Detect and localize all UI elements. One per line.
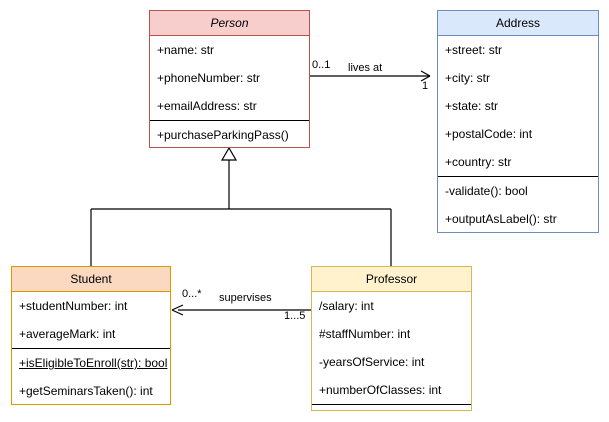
attribute-row: +country: str [445,155,512,169]
class-name-professor: Professor [312,267,471,292]
methods-compartment-person: +purchaseParkingPass() [150,120,309,149]
method-row-static: +isEligibleToEnroll(str): bool [19,356,168,370]
method-row: -validate(): bool [445,184,528,198]
method-row: +getSeminarsTaken(): int [19,384,153,398]
edge-lives-at[interactable] [310,70,431,82]
attribute-row: #staffNumber: int [319,327,411,341]
methods-compartment-professor [312,404,471,410]
edge-generalization-tree[interactable] [90,146,392,266]
uml-class-professor[interactable]: Professor /salary: int #staffNumber: int… [311,266,472,411]
edge-multiplicity-student: 0...* [182,288,202,300]
class-name-address: Address [438,11,598,36]
attribute-row: /salary: int [319,299,374,313]
attribute-row: -yearsOfService: int [319,355,425,369]
edge-multiplicity-person: 0..1 [312,59,331,71]
attributes-compartment-person: +name: str +phoneNumber: str +emailAddre… [150,36,309,120]
attribute-row: +numberOfClasses: int [319,383,442,397]
edge-multiplicity-address: 1 [422,80,429,92]
attribute-row: +phoneNumber: str [157,71,261,85]
edge-label-lives-at: lives at [348,62,383,74]
methods-compartment-address: -validate(): bool +outputAsLabel(): str [438,176,598,233]
attribute-row: +emailAddress: str [157,99,257,113]
class-name-person: Person [150,11,309,36]
generalization-triangle-icon [220,146,238,161]
methods-compartment-student: +isEligibleToEnroll(str): bool +getSemin… [12,348,170,405]
class-name-student: Student [12,267,170,292]
uml-class-address[interactable]: Address +street: str +city: str +state: … [437,10,599,233]
attribute-row: +studentNumber: int [19,299,128,313]
attribute-row: +postalCode: int [445,127,533,141]
uml-class-student[interactable]: Student +studentNumber: int +averageMark… [11,266,171,405]
attribute-row: +street: str [445,43,503,57]
edge-multiplicity-professor: 1...5 [284,310,306,322]
attribute-row: +city: str [445,71,491,85]
attributes-compartment-student: +studentNumber: int +averageMark: int [12,292,170,348]
method-row: +purchaseParkingPass() [157,128,289,142]
uml-class-person[interactable]: Person +name: str +phoneNumber: str +ema… [149,10,310,148]
attributes-compartment-address: +street: str +city: str +state: str +pos… [438,36,598,176]
edge-label-supervises: supervises [219,292,272,304]
attribute-row: +averageMark: int [19,327,116,341]
attribute-row: +name: str [157,43,215,57]
attribute-row: +state: str [445,99,499,113]
edge-supervises[interactable] [171,304,311,316]
attributes-compartment-professor: /salary: int #staffNumber: int -yearsOfS… [312,292,471,404]
method-row: +outputAsLabel(): str [445,212,557,226]
